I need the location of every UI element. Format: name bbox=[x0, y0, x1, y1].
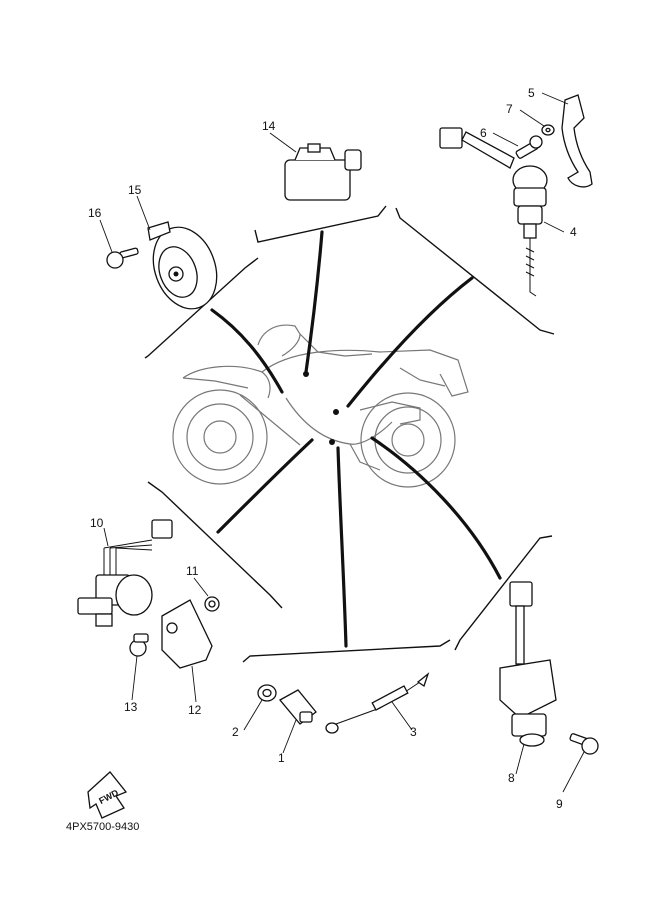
part-label-5: 5 bbox=[528, 86, 535, 100]
switch-10[interactable] bbox=[77, 519, 173, 627]
callout-frames bbox=[144, 205, 555, 663]
bolt-13[interactable] bbox=[129, 633, 149, 657]
part-label-9: 9 bbox=[556, 797, 563, 811]
cover-12[interactable] bbox=[161, 599, 213, 669]
part-labels: 1 2 3 4 5 6 7 8 9 10 11 12 13 14 15 16 bbox=[88, 86, 577, 811]
nut-11[interactable] bbox=[204, 596, 220, 612]
part-label-16: 16 bbox=[88, 206, 102, 220]
bolt-16[interactable] bbox=[106, 247, 139, 269]
part-label-7: 7 bbox=[506, 102, 513, 116]
sensor-8[interactable] bbox=[499, 581, 557, 747]
cable-3[interactable] bbox=[325, 672, 430, 734]
wiring-harness bbox=[210, 230, 502, 648]
horn-15[interactable] bbox=[142, 218, 227, 317]
part-label-12: 12 bbox=[188, 703, 202, 717]
bolt-9[interactable] bbox=[569, 733, 599, 755]
bolt-6[interactable] bbox=[515, 135, 543, 159]
part-label-1: 1 bbox=[278, 751, 285, 765]
part-label-6: 6 bbox=[480, 126, 487, 140]
leader-lines bbox=[99, 92, 585, 793]
gasket-2[interactable] bbox=[257, 684, 277, 702]
part-label-2: 2 bbox=[232, 725, 239, 739]
part-label-11: 11 bbox=[186, 564, 199, 578]
part-label-8: 8 bbox=[508, 771, 515, 785]
motorcycle-silhouette bbox=[172, 324, 469, 488]
part-label-13: 13 bbox=[124, 700, 138, 714]
diagram-code: 4PX5700-9430 bbox=[66, 821, 139, 833]
cable-stay-5[interactable] bbox=[561, 94, 593, 188]
fwd-arrow-icon: FWD bbox=[87, 771, 128, 819]
switch-1[interactable] bbox=[278, 689, 317, 725]
part-label-10: 10 bbox=[90, 516, 104, 530]
part-label-14: 14 bbox=[262, 119, 276, 133]
sensor-4[interactable] bbox=[439, 127, 548, 297]
washer-7[interactable] bbox=[541, 124, 555, 136]
part-label-4: 4 bbox=[570, 225, 577, 239]
part-label-3: 3 bbox=[410, 725, 417, 739]
part-label-15: 15 bbox=[128, 183, 142, 197]
relay-unit-14[interactable] bbox=[284, 143, 362, 201]
